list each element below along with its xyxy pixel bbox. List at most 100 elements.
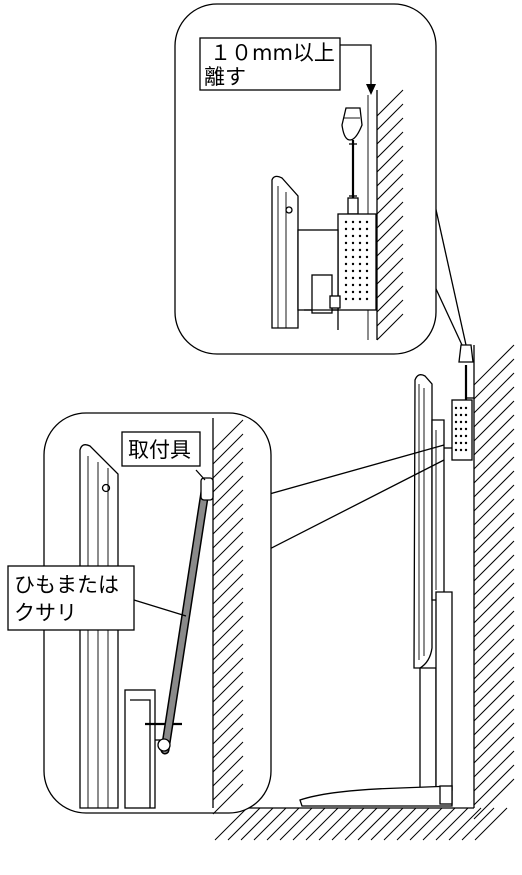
vent-dot: [344, 248, 348, 252]
cord: [162, 482, 209, 753]
top-detail-callout: １０mm以上 離す: [174, 3, 467, 355]
vent-dot: [358, 297, 362, 301]
vent-dot: [459, 406, 463, 410]
hatch-line: [409, 807, 443, 841]
hatch-line: [266, 807, 300, 841]
vent-dot: [344, 297, 348, 301]
hatch-line: [473, 400, 515, 442]
hatch-line: [473, 386, 515, 428]
vent-dot: [344, 283, 348, 287]
hatch-line: [473, 736, 515, 778]
vent-dot: [358, 234, 362, 238]
vent-dot: [351, 255, 355, 259]
vent-dot: [459, 448, 463, 452]
hatch-line: [396, 807, 430, 841]
hatch-line: [212, 629, 244, 661]
vent-dot: [351, 234, 355, 238]
hatch-line: [212, 503, 244, 535]
hatch-line: [376, 215, 404, 243]
vent-dot: [454, 441, 458, 445]
vent-dot: [351, 290, 355, 294]
hatch-line: [376, 159, 404, 187]
hatch-line: [473, 708, 515, 750]
hatch-line: [212, 461, 244, 493]
bracket-label: 取付具: [128, 438, 191, 462]
vent-dot: [351, 220, 355, 224]
hatch-line: [212, 685, 244, 717]
hatch-line: [212, 699, 244, 731]
vent-dot: [344, 290, 348, 294]
hatch-line: [376, 313, 404, 341]
hatch-line: [376, 201, 404, 229]
vent-dot: [365, 290, 369, 294]
vent-dot: [365, 269, 369, 273]
vent-dot: [365, 227, 369, 231]
hatch-line: [473, 680, 515, 722]
vent-dot: [464, 406, 468, 410]
wall-hatch-main: [473, 344, 515, 820]
hatch-line: [422, 807, 456, 841]
hatch-line: [318, 807, 352, 841]
vent-dot: [358, 290, 362, 294]
vent-dot: [464, 413, 468, 417]
vent-dot: [464, 427, 468, 431]
hatch-line: [212, 587, 244, 619]
vent-dot: [351, 297, 355, 301]
vent-dot: [454, 406, 458, 410]
vent-dot: [459, 434, 463, 438]
hatch-line: [473, 764, 515, 806]
hatch-line: [376, 145, 404, 173]
hatch-line: [473, 470, 515, 512]
hatch-line: [370, 807, 404, 841]
vent-dot: [351, 283, 355, 287]
vent-dot: [464, 441, 468, 445]
hatch-line: [212, 741, 244, 773]
vent-dot: [344, 269, 348, 273]
hatch-line: [473, 428, 515, 470]
vent-dot: [464, 434, 468, 438]
hatch-line: [212, 419, 244, 451]
vent-dot: [365, 262, 369, 266]
clearance-label-line2: 離す: [204, 65, 246, 89]
hatch-line: [473, 610, 515, 652]
vent-dot: [358, 276, 362, 280]
hatch-line: [279, 807, 313, 841]
hatch-line: [473, 568, 515, 610]
hatch-line: [344, 807, 378, 841]
vent-dot: [344, 241, 348, 245]
vent-dot: [365, 248, 369, 252]
hatch-line: [383, 807, 417, 841]
vent-dot: [358, 220, 362, 224]
vent-dot: [358, 255, 362, 259]
hatch-line: [376, 173, 404, 201]
vent-dot: [365, 276, 369, 280]
hatch-line: [376, 187, 404, 215]
hatch-line: [212, 489, 244, 521]
vent-dot: [351, 276, 355, 280]
hatch-line: [212, 643, 244, 675]
cord-label-line1: ひもまたは: [14, 573, 119, 597]
hatch-line: [376, 285, 404, 313]
hatch-line: [473, 372, 515, 414]
hatch-line: [461, 807, 495, 841]
hatch-line: [473, 778, 515, 820]
vent-dot: [358, 283, 362, 287]
hatch-line: [240, 807, 274, 841]
hatch-line: [473, 484, 515, 526]
hatch-line: [473, 694, 515, 736]
hatch-line: [376, 299, 404, 327]
vent-dot: [344, 276, 348, 280]
hatch-line: [473, 414, 515, 456]
vent-dot: [358, 227, 362, 231]
hatch-line: [212, 531, 244, 563]
hatch-line: [435, 807, 469, 841]
vent-dot: [454, 427, 458, 431]
vent-dot: [344, 234, 348, 238]
hatch-line: [473, 358, 515, 400]
hatch-line: [473, 582, 515, 624]
hatch-line: [473, 498, 515, 540]
vent-dot: [351, 227, 355, 231]
hatch-line: [376, 257, 404, 285]
hatch-line: [305, 807, 339, 841]
hatch-line: [292, 807, 326, 841]
